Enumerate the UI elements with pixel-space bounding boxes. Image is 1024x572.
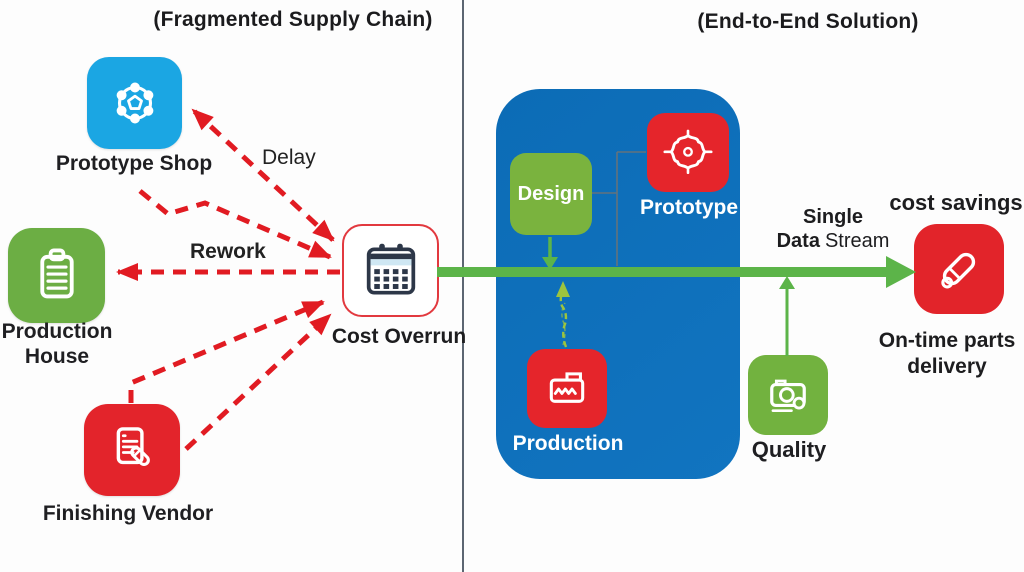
finishing-vendor-node <box>84 404 180 496</box>
design-node: Design <box>510 153 592 235</box>
right-panel-title: (End-to-End Solution) <box>697 10 919 33</box>
vendor-top-arrow <box>128 299 325 403</box>
design-label: Design <box>517 182 585 205</box>
calibration-star-icon <box>663 129 713 174</box>
network-cluster-icon <box>116 82 153 124</box>
production-node <box>527 349 607 428</box>
cost-overrun-node <box>342 224 439 317</box>
vendor-side-arrow <box>184 313 332 451</box>
eraser-tool-icon <box>941 252 976 289</box>
delay-arrow <box>191 108 335 242</box>
quality-up-arrow <box>779 276 795 356</box>
panel-divider-line <box>462 0 464 572</box>
finishing-vendor-label: Finishing Vendor <box>42 502 214 525</box>
prototype-shop-label: Prototype Shop <box>55 152 213 175</box>
quality-node <box>748 355 828 435</box>
production-house-node <box>8 228 105 323</box>
document-pen-icon <box>116 427 150 467</box>
quality-label: Quality <box>751 437 827 462</box>
on-time-delivery-label: On-time parts delivery <box>878 329 1016 379</box>
production-house-label: Production House <box>1 320 113 368</box>
rework-edge-label: Rework <box>190 240 266 263</box>
prototype-node <box>647 113 729 192</box>
prototype-label: Prototype <box>639 196 739 219</box>
cost-savings-label: cost savings <box>889 190 1023 215</box>
calendar-icon <box>366 243 415 295</box>
delay-edge-label: Delay <box>262 146 316 169</box>
production-label: Production <box>512 432 624 455</box>
cost-savings-node <box>914 224 1004 314</box>
left-panel-title: (Fragmented Supply Chain) <box>153 8 433 31</box>
clipboard-icon <box>39 247 74 298</box>
prototype-shop-node <box>87 57 182 149</box>
folder-wave-icon <box>549 371 585 403</box>
camera-inspect-icon <box>770 379 806 412</box>
